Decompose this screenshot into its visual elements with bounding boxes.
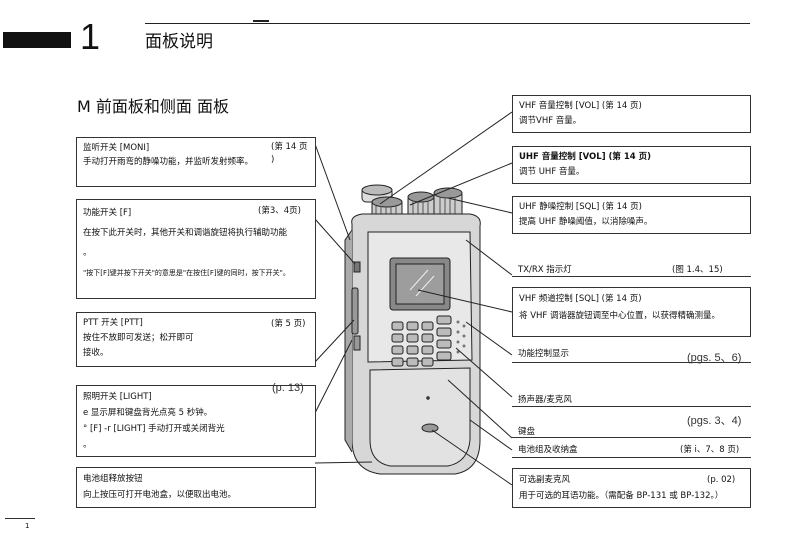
callout-light-desc-2: ° [F] -r [LIGHT] 手动打开或关闭背光 [83, 424, 225, 434]
header-tick [253, 20, 269, 22]
callout-function: 功能开关 [F] 在按下此开关时，其他开关和调谐旋钮将执行辅助功能 。 "按下[… [76, 199, 316, 299]
callout-function-desc-2: 。 [83, 248, 92, 258]
callout-light: 照明开关 [LIGHT] e 显示屏和键盘背光点亮 5 秒钟。 ° [F] -r… [76, 382, 316, 457]
callout-moni-title: 监听开关 [MONI] [83, 143, 150, 153]
chapter-number: 1 [80, 16, 101, 57]
label-function-display-ref: (pgs. 5、6) [687, 352, 742, 364]
callout-vhf-sql-title: VHF 频道控制 [SQL] (第 14 页) [519, 294, 642, 304]
callout-battery-release: 电池组释放按钮 向上按压可打开电池盒，以便取出电池。 [76, 467, 316, 508]
callout-mic-ref: (p. 02) [707, 475, 736, 485]
callout-light-desc: e 显示屏和键盘背光点亮 5 秒钟。 [83, 408, 213, 418]
callout-vhf-sql: VHF 频道控制 [SQL] (第 14 页) 将 VHF 调谐器旋钮调至中心位… [512, 287, 751, 337]
page-number: 1 [25, 522, 30, 530]
callout-uhf-sql-desc: 提高 UHF 静噪阈值，以消除噪声。 [519, 217, 653, 227]
divider-speaker [512, 406, 751, 407]
callout-vhf-sql-desc: 将 VHF 调谐器旋钮调至中心位置，以获得精确测量。 [519, 311, 721, 321]
footer-rule [5, 518, 35, 519]
label-battery: 电池组及收纳盒 [518, 445, 578, 455]
callout-ptt-ref: (第 5 页) [271, 319, 306, 329]
callout-vhf-vol: VHF 音量控制 [VOL] (第 14 页) 调节VHF 音量。 [512, 95, 751, 133]
callout-uhf-sql-title: UHF 静噪控制 [SQL] (第 14 页) [519, 202, 642, 212]
callout-ptt-desc-2: 接收。 [83, 348, 109, 358]
chapter-tab [3, 32, 71, 48]
label-keypad: 键盘 [518, 427, 536, 437]
callout-light-desc-3: 。 [83, 440, 92, 450]
callout-battery-release-desc: 向上按压可打开电池盒，以便取出电池。 [83, 490, 237, 500]
callout-vhf-vol-title: VHF 音量控制 [VOL] (第 14 页) [519, 101, 642, 111]
callout-ptt: PTT 开关 [PTT] 按住不放即可发送；松开即可 接收。 (第 5 页) [76, 312, 316, 367]
callout-battery-release-title: 电池组释放按钮 [83, 474, 143, 484]
callout-vhf-vol-desc: 调节VHF 音量。 [519, 116, 582, 126]
callout-uhf-vol: UHF 音量控制 [VOL] (第 14 页) 调节 UHF 音量。 [512, 146, 751, 184]
callout-uhf-vol-title: UHF 音量控制 [VOL] (第 14 页) [519, 152, 652, 162]
label-txrx: TX/RX 指示灯 [518, 265, 572, 275]
callout-moni-ref-close: ) [271, 155, 275, 165]
divider-keypad [512, 437, 751, 438]
chapter-title: 面板说明 [145, 32, 213, 52]
callout-ptt-title: PTT 开关 [PTT] [83, 318, 143, 328]
callout-uhf-vol-desc: 调节 UHF 音量。 [519, 167, 585, 177]
callout-moni-desc: 手动打开雨弯的静噪功能，并监听发射频率。 [83, 157, 254, 167]
callout-moni-ref: (第 14 页 [271, 142, 308, 152]
label-function-display: 功能控制显示 [518, 349, 570, 359]
callout-mic-desc: 用于可选的耳语功能。（需配备 BP-131 或 BP-132。） [519, 491, 724, 501]
divider-function-display [512, 362, 751, 363]
header-rule [145, 23, 750, 24]
callout-mic: 可选副麦克风 用于可选的耳语功能。（需配备 BP-131 或 BP-132。） … [512, 468, 751, 508]
label-battery-ref: (第 i、7、8 页) [680, 445, 740, 455]
section-title: M 前面板和侧面 面板 [77, 97, 229, 116]
divider-txrx [512, 276, 751, 277]
label-speaker: 扬声器/麦克风 [518, 395, 572, 405]
callout-function-ref: (第3、4页) [258, 206, 301, 216]
callout-function-note: "按下[F]键并按下开关"的意思是"在按住[F]键的同时，按下开关"。 [83, 269, 290, 277]
callout-light-ref: (p. 13) [272, 382, 304, 394]
label-keypad-ref: (pgs. 3、4) [687, 415, 742, 427]
callout-ptt-desc: 按住不放即可发送；松开即可 [83, 333, 194, 343]
callout-mic-title: 可选副麦克风 [519, 475, 571, 485]
callout-uhf-sql: UHF 静噪控制 [SQL] (第 14 页) 提高 UHF 静噪阈值，以消除噪… [512, 196, 751, 234]
label-txrx-ref: (图 1.4、15) [672, 265, 723, 275]
callout-light-title: 照明开关 [LIGHT] [83, 392, 152, 402]
callout-function-title: 功能开关 [F] [83, 208, 132, 218]
divider-battery [512, 457, 751, 458]
callout-moni: 监听开关 [MONI] 手动打开雨弯的静噪功能，并监听发射频率。 (第 14 页… [76, 137, 316, 187]
callout-function-desc: 在按下此开关时，其他开关和调谐旋钮将执行辅助功能 [83, 228, 288, 238]
